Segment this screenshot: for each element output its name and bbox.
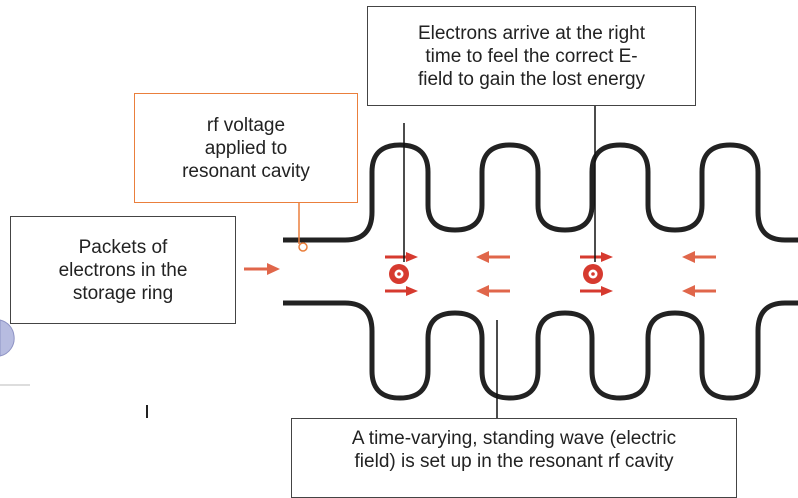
callout-electrons-arrive: Electrons arrive at the right time to fe…	[367, 6, 696, 106]
electron-packet-2	[580, 252, 613, 296]
callout-rf-voltage: rf voltage applied to resonant cavity	[134, 93, 358, 203]
incoming-electron-arrow	[244, 263, 280, 275]
callout-standing-wave: A time-varying, standing wave (electric …	[291, 418, 737, 498]
electron-packet-1	[385, 252, 418, 296]
cavity-upper-wall	[283, 142, 798, 243]
field-arrows-left-cell-2	[476, 251, 510, 297]
partial-circle-fragment	[0, 319, 15, 357]
callout-electron-packets: Packets of electrons in the storage ring	[10, 216, 236, 324]
field-arrows-left-cell-4	[682, 251, 716, 297]
cavity-lower-wall	[283, 300, 798, 401]
rf-feed-terminal	[298, 242, 308, 252]
